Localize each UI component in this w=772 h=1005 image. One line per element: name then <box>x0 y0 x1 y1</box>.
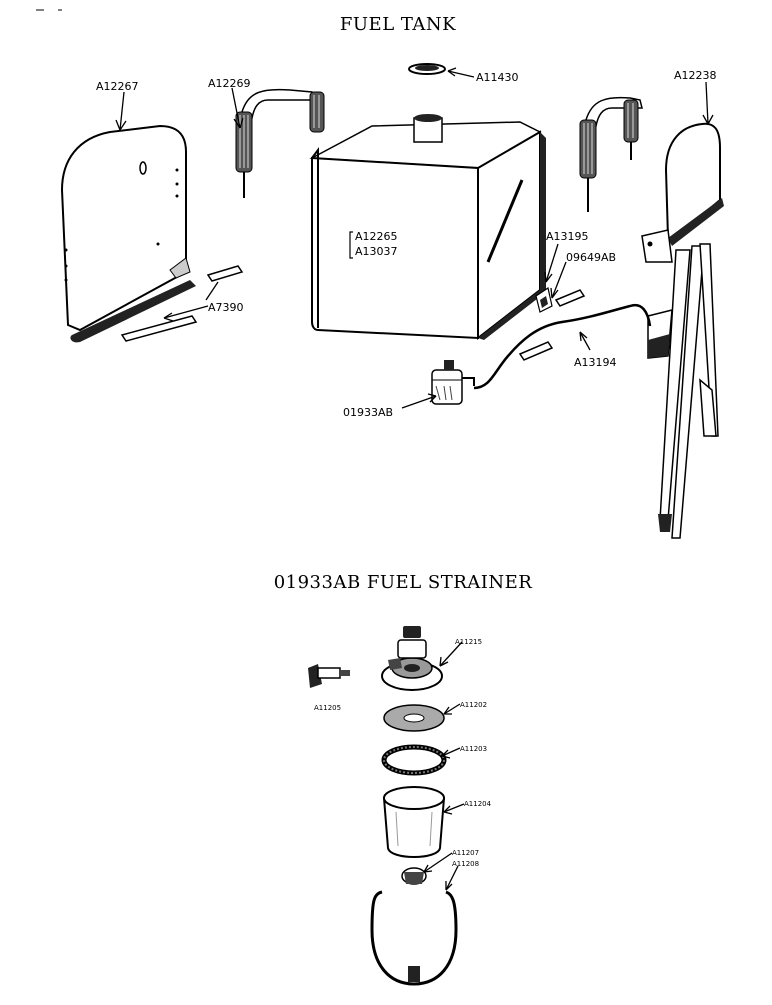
fuel-tank-body <box>309 114 546 341</box>
strainer-head <box>381 639 443 691</box>
label-a11215: A11215 <box>455 638 482 646</box>
label-a11430: A11430 <box>476 71 519 84</box>
strainer-glass-bowl <box>382 786 446 858</box>
strainer-valve <box>308 664 350 688</box>
left-tank-strap <box>235 88 325 198</box>
left-side-panel <box>60 124 196 343</box>
strainer-bowl-nut <box>401 867 427 885</box>
label-09649ab: 09649AB <box>566 251 616 264</box>
fuel-tank-title: FUEL TANK <box>340 14 456 35</box>
right-tank-strap <box>579 96 643 212</box>
label-a11208: A11208 <box>452 860 479 868</box>
label-a13037: A13037 <box>355 245 398 258</box>
fuel-line <box>473 287 652 390</box>
fuel-strainer-title: 01933AB FUEL STRAINER <box>274 572 533 593</box>
label-a12265: A12265 <box>355 230 398 243</box>
label-a13195: A13195 <box>546 230 589 243</box>
label-a13194: A13194 <box>574 356 617 369</box>
label-a11202: A11202 <box>460 701 487 709</box>
label-a12269: A12269 <box>208 77 251 90</box>
label-a11204: A11204 <box>464 800 492 808</box>
label-a12238: A12238 <box>674 69 717 82</box>
strainer-bail <box>370 890 458 986</box>
label-a7390: A7390 <box>208 301 244 314</box>
right-side-panel <box>641 122 724 539</box>
label-a11207: A11207 <box>452 849 479 857</box>
label-01933ab: 01933AB <box>343 406 393 419</box>
label-a11203: A11203 <box>460 745 487 753</box>
leader-lines <box>115 67 714 891</box>
strip-parts <box>120 265 244 342</box>
label-a12267: A12267 <box>96 80 139 93</box>
label-a11205: A11205 <box>314 704 341 712</box>
strainer-screen <box>383 704 445 732</box>
filler-cap <box>408 63 446 75</box>
strainer-top-nut <box>403 626 421 638</box>
strainer-gasket <box>381 744 447 776</box>
strainer-assembly-small <box>431 360 475 405</box>
